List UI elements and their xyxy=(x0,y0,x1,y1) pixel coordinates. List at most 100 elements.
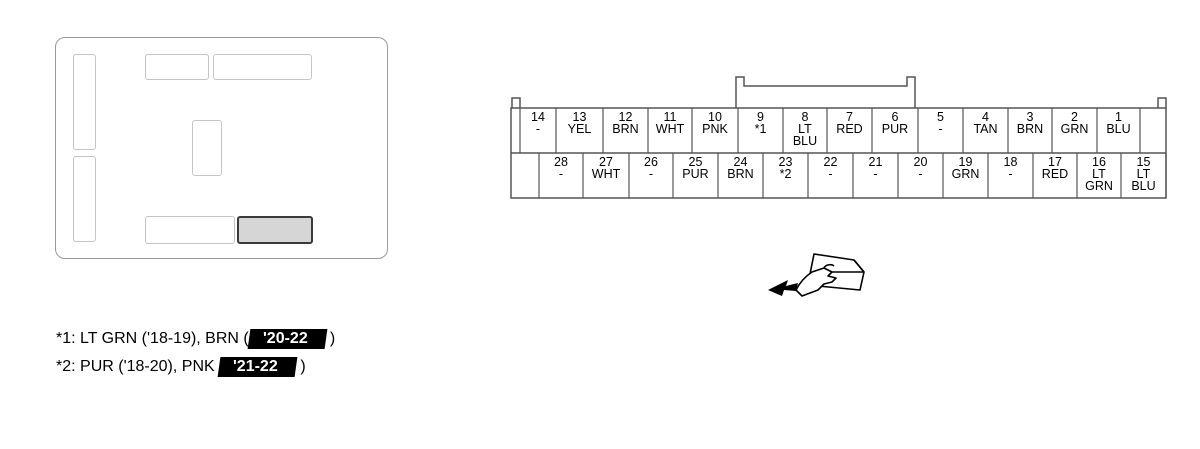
footnote-1-text: *1: LT GRN ('18-19), BRN ( xyxy=(56,330,249,347)
wire-color: PUR xyxy=(682,167,709,181)
pin-number: 2 xyxy=(1071,110,1078,124)
pin-cell-21: 21- xyxy=(853,155,898,181)
pin-number: 13 xyxy=(572,110,587,124)
pin-number: 21 xyxy=(868,155,883,169)
pin-number: 7 xyxy=(846,110,853,124)
pin-number: 24 xyxy=(733,155,748,169)
wire-color: - xyxy=(918,167,923,181)
wire-color: - xyxy=(535,122,541,136)
footnote-1: *1: LT GRN ('18-19), BRN ('20-22 ) xyxy=(56,328,335,350)
slot-left-lower xyxy=(73,156,96,242)
pin-cell-20: 20- xyxy=(898,155,943,181)
pin-number: 18 xyxy=(1003,155,1018,169)
slot-bottom-left xyxy=(145,216,235,244)
pin-number: 11 xyxy=(663,110,677,124)
year-range-badge: '20-22 xyxy=(247,329,327,349)
wire-color: BLU xyxy=(1106,122,1131,136)
wire-color: LT GRN xyxy=(1085,167,1113,193)
wire-color: WHT xyxy=(655,122,685,136)
pin-cell-14: 14- xyxy=(520,110,556,136)
wire-color: - xyxy=(648,167,654,181)
pin-number: 6 xyxy=(891,110,899,124)
wire-color: GRN xyxy=(951,167,980,181)
pin-number: 27 xyxy=(599,155,613,169)
wire-color: - xyxy=(828,167,833,181)
wire-color: WHT xyxy=(591,167,621,181)
wire-color: LT BLU xyxy=(1131,167,1156,193)
footnote-2-text: *2: PUR ('18-20), PNK xyxy=(56,358,215,375)
pin-cell-23: 23*2 xyxy=(763,155,808,181)
pin-number: 8 xyxy=(801,110,809,124)
footnote-1-close: ) xyxy=(329,330,336,347)
wire-color: LT BLU xyxy=(792,122,818,148)
pin-cell-26: 26- xyxy=(629,155,673,181)
wire-color: - xyxy=(558,167,564,181)
wire-color: PNK xyxy=(702,122,728,136)
pin-number: 10 xyxy=(708,110,722,124)
pin-cell-5: 5- xyxy=(918,110,963,136)
pin-number: 25 xyxy=(688,155,703,169)
wire-color: GRN xyxy=(1060,122,1089,136)
pin-number: 4 xyxy=(982,110,989,124)
connector-hand-icon xyxy=(768,253,865,297)
pin-number: 15 xyxy=(1136,155,1151,169)
connector-outline xyxy=(510,76,1167,199)
wire-color: RED xyxy=(1041,167,1069,181)
wire-color: - xyxy=(1008,167,1013,181)
pin-number: 22 xyxy=(823,155,838,169)
pin-number: 12 xyxy=(618,110,633,124)
pin-cell-22: 22- xyxy=(808,155,853,181)
wire-color: BRN xyxy=(612,122,639,136)
wire-color: BRN xyxy=(1016,122,1044,136)
pin-cell-9: 9*1 xyxy=(738,110,783,136)
year-range-badge: '21-22 xyxy=(217,357,298,377)
pin-number: 20 xyxy=(913,155,928,169)
pin-number: 5 xyxy=(937,110,944,124)
wire-color: - xyxy=(873,167,878,181)
slot-top-wide xyxy=(213,54,312,80)
wire-color: *1 xyxy=(754,122,767,136)
slot-left-upper xyxy=(73,54,96,150)
highlighted-connector-location xyxy=(237,216,313,244)
pin-cell-18: 18- xyxy=(988,155,1033,181)
wire-color: RED xyxy=(836,122,863,136)
wire-color: *2 xyxy=(779,167,792,181)
wire-color: PUR xyxy=(881,122,909,136)
pin-number: 26 xyxy=(644,155,658,169)
pin-number: 16 xyxy=(1092,155,1106,169)
wire-color: YEL xyxy=(567,122,592,136)
pin-number: 9 xyxy=(757,110,764,124)
wire-color: - xyxy=(938,122,943,136)
pin-number: 28 xyxy=(554,155,568,169)
pin-number: 23 xyxy=(778,155,793,169)
footnote-2-close: ) xyxy=(300,358,306,375)
pin-number: 17 xyxy=(1048,155,1062,169)
slot-top-small xyxy=(145,54,209,80)
component-location-board xyxy=(55,37,388,259)
pin-number: 3 xyxy=(1026,110,1034,124)
pin-number: 14 xyxy=(531,110,545,124)
pin-number: 1 xyxy=(1115,110,1122,124)
slot-center xyxy=(192,120,222,176)
wire-color: BRN xyxy=(727,167,754,181)
wire-color: TAN xyxy=(973,122,998,136)
pin-number: 19 xyxy=(958,155,973,169)
